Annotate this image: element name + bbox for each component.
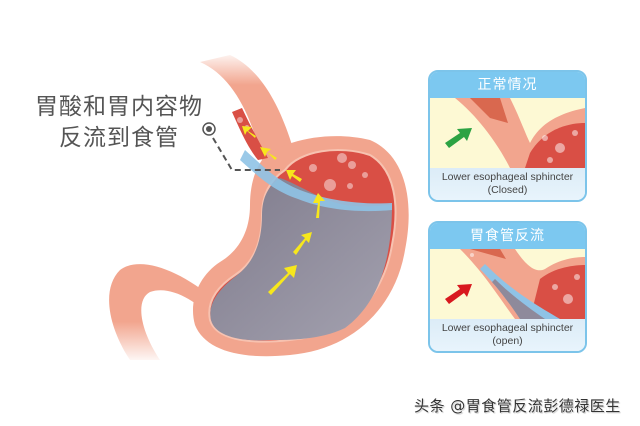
open-sphincter-illustration bbox=[430, 249, 585, 319]
esophagus-lumen bbox=[232, 108, 268, 160]
closed-sphincter-illustration bbox=[430, 98, 585, 168]
watermark: 头条 @胃食管反流彭德禄医生 bbox=[414, 397, 621, 415]
stomach-contents bbox=[210, 178, 392, 341]
esophagus bbox=[200, 55, 300, 175]
main-label-line1: 胃酸和胃内容物 bbox=[35, 94, 203, 120]
panel-normal-title: 正常情况 bbox=[430, 72, 585, 98]
arrow-right-icon bbox=[445, 128, 472, 148]
panel-reflux: 胃食管反流 Lower esophageal sphincter (open) bbox=[428, 221, 587, 353]
stomach-illustration bbox=[109, 55, 409, 360]
panel-reflux-title: 胃食管反流 bbox=[430, 223, 585, 249]
panel-reflux-caption: Lower esophageal sphincter (open) bbox=[430, 319, 585, 351]
duodenum bbox=[109, 264, 215, 360]
arrow-up-right-icon bbox=[242, 126, 325, 295]
arrow-right-icon bbox=[445, 284, 472, 304]
panel-normal-caption: Lower esophageal sphincter (Closed) bbox=[430, 168, 585, 200]
main-label: 胃酸和胃内容物 反流到食管 bbox=[14, 92, 224, 154]
main-label-line2: 反流到食管 bbox=[59, 125, 179, 151]
panel-normal: 正常情况 Lower esophageal sphincter (Closed) bbox=[428, 70, 587, 202]
location-pin-icon bbox=[202, 122, 280, 171]
